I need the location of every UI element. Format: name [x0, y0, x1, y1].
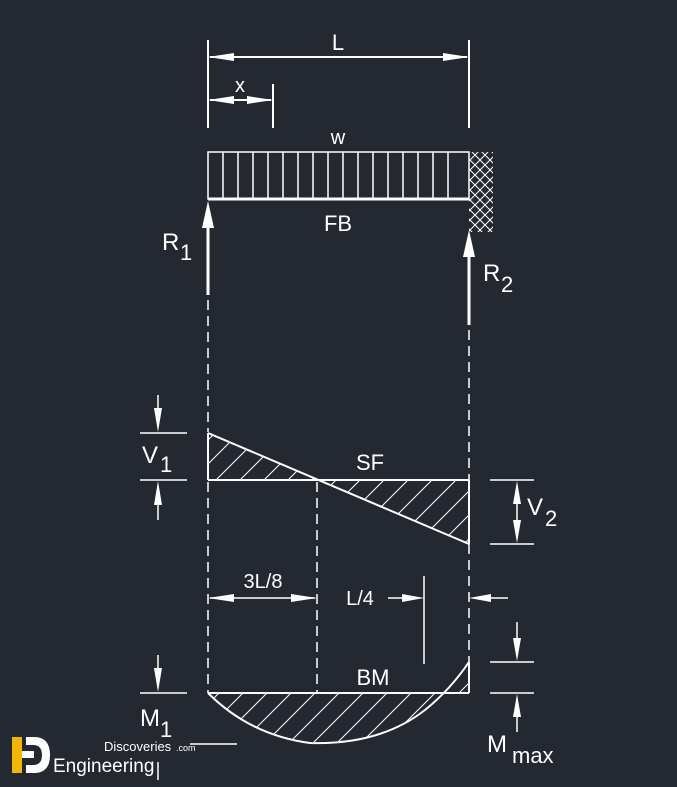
fixed-support [469, 152, 493, 232]
moment-diagram-outline [207, 661, 470, 745]
shear-right-dimension [490, 479, 534, 545]
moment-left-label: M [140, 705, 160, 732]
logo-mark-bar [12, 737, 22, 773]
logo-brand-suffix: .com [176, 743, 196, 753]
moment-max-dimension [490, 622, 534, 732]
shear-diagram-outline [207, 432, 470, 545]
zero-shear-label: 3L/8 [244, 571, 283, 593]
reaction-left-arrow [202, 201, 214, 295]
logo-mark-d [26, 737, 50, 773]
projection-lines [207, 300, 470, 693]
distributed-load [207, 151, 470, 200]
span-dimension [207, 40, 470, 128]
span-label: L [332, 30, 344, 55]
quarter-span-label: L/4 [346, 588, 374, 610]
reaction-left-label: R [162, 229, 179, 256]
reaction-right-label: R [483, 260, 500, 287]
reaction-right-arrow [463, 230, 475, 325]
shear-right-sub: 2 [545, 506, 557, 531]
engineering-discoveries-logo: Discoveries .com Engineering [12, 737, 196, 777]
logo-brand-bottom: Engineering [53, 756, 154, 777]
reaction-right-sub: 2 [501, 272, 513, 297]
arrowhead-left [208, 53, 234, 61]
shear-left-dimension [140, 395, 187, 520]
load-label: w [330, 127, 346, 149]
shear-right-label: V [527, 494, 543, 521]
zero-shear-dimension [208, 594, 317, 602]
moment-area [208, 662, 469, 744]
shear-left-sub: 1 [160, 452, 172, 477]
position-dimension [208, 84, 274, 128]
quarter-span-dimension [388, 576, 508, 664]
shear-force-label: SF [356, 450, 384, 475]
reaction-left-sub: 1 [180, 240, 192, 265]
bending-moment-label: BM [357, 665, 390, 690]
moment-max-label: M [487, 731, 507, 758]
arrowhead-right [443, 53, 469, 61]
logo-brand-top: Discoveries [104, 739, 172, 754]
moment-max-sub: max [512, 743, 554, 768]
free-body-label: FB [324, 211, 352, 236]
position-label: x [235, 75, 245, 97]
shear-left-label: V [142, 442, 158, 469]
moment-left-sub: 1 [160, 717, 172, 742]
moment-left-dimension [140, 655, 237, 780]
